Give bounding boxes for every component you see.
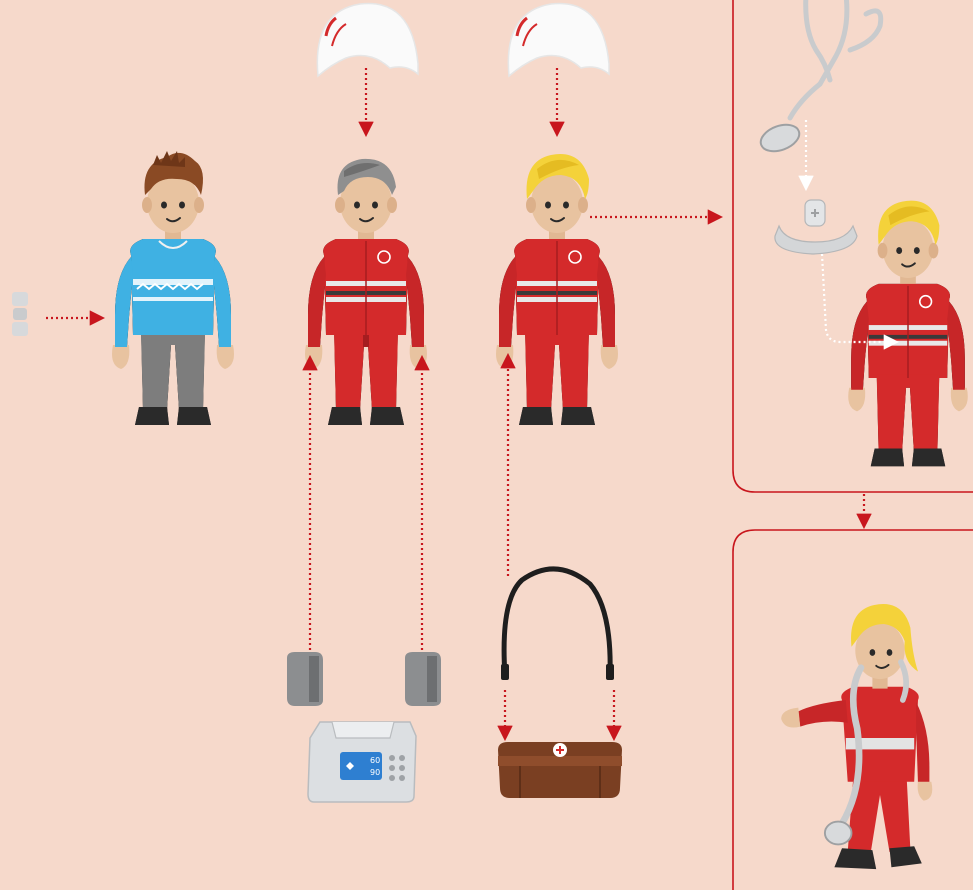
figure-paramedic-with-stethoscope-icon: [781, 604, 933, 870]
medical-bag-icon: [498, 742, 622, 798]
lower-right-frame: [732, 529, 973, 890]
arrow-clip-to-figure: [820, 253, 900, 350]
figure-paramedic-grey-hair-icon: [308, 158, 424, 425]
figure-paramedic-blonde-icon: [499, 154, 615, 425]
boot-icon: [405, 652, 441, 706]
monitor-top-value: 60: [370, 756, 380, 765]
carry-strap-icon: [501, 566, 614, 680]
hand-accessory-icon: [12, 292, 28, 336]
figure-paramedic-blonde-assembled-icon: [851, 200, 965, 467]
monitor-bottom-value: 90: [370, 768, 380, 777]
boot-icon: [287, 652, 323, 706]
upper-right-frame: [732, 0, 973, 493]
stethoscope-icon: [759, 0, 884, 153]
helmet-icon: [316, 2, 419, 78]
helmet-icon: [507, 2, 610, 78]
patient-monitor-icon: 60 90: [307, 721, 417, 803]
holder-clip-icon: [774, 199, 858, 255]
civilian-clothing: [115, 151, 231, 425]
